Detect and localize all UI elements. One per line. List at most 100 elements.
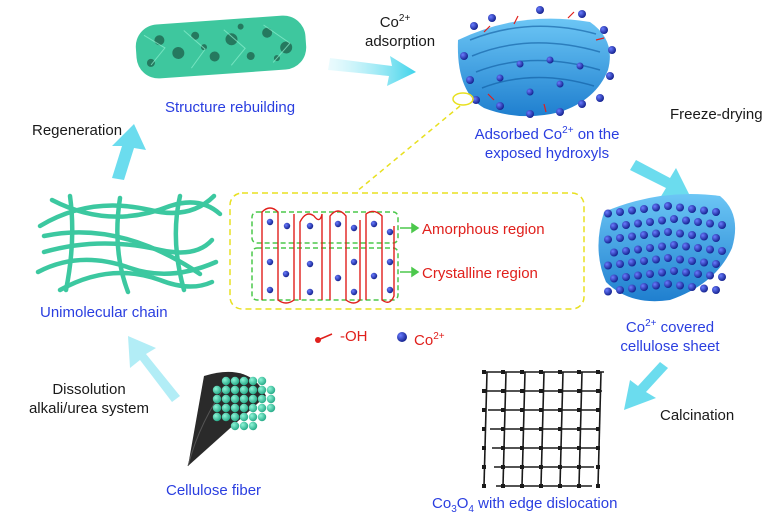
cobalt-ion <box>694 270 702 278</box>
fiber-strand-end <box>230 421 240 431</box>
cobalt-ion <box>616 234 624 242</box>
lattice-atom <box>558 427 562 431</box>
cobalt-ion <box>604 261 612 270</box>
cobalt-ion <box>610 248 618 257</box>
fiber-strand-end <box>221 394 231 404</box>
covered-sheet-label: Co2+ covered cellulose sheet <box>620 318 720 355</box>
cellulose-fiber-image <box>187 371 276 467</box>
legend-cobalt-icon <box>397 332 407 342</box>
lattice-atom <box>539 408 543 412</box>
cobalt-ion <box>634 271 642 280</box>
fiber-strand-end <box>248 385 258 395</box>
cobalt-ion <box>676 281 684 290</box>
lattice-atom <box>539 484 543 488</box>
lattice-atom <box>501 370 505 374</box>
cobalt-ion <box>676 255 684 264</box>
lattice-atom <box>577 370 581 374</box>
lattice-atom <box>482 389 486 393</box>
cobalt-ion <box>664 202 672 210</box>
fiber-strand-end <box>212 412 222 422</box>
lattice-atom <box>539 389 543 393</box>
cobalt-ion <box>664 280 672 288</box>
fiber-strand-end <box>248 376 258 386</box>
arrow-calcination <box>624 362 668 410</box>
fiber-strand-end <box>257 412 267 422</box>
lattice-atom <box>558 446 562 450</box>
cobalt-ion <box>670 215 678 223</box>
cobalt-ion <box>700 232 708 241</box>
lattice-atom <box>520 427 524 431</box>
zoom-circle <box>452 92 474 106</box>
lattice-atom <box>558 389 562 393</box>
crystalline-region-label: Crystalline region <box>422 265 538 282</box>
lattice-atom <box>482 427 486 431</box>
cobalt-ion <box>700 258 708 267</box>
fiber-strand-end <box>239 385 249 395</box>
cobalt-ion <box>640 283 648 291</box>
unimolecular-chain-label: Unimolecular chain <box>40 304 168 321</box>
cobalt-ion <box>622 221 630 229</box>
cobalt-ion <box>646 244 654 252</box>
cobalt-ion <box>694 244 702 252</box>
fiber-strand-end <box>212 394 222 404</box>
fiber-strand-end <box>257 403 267 413</box>
lattice-atom <box>520 370 524 374</box>
lattice-atom <box>577 446 581 450</box>
co3o4-label: Co3O4 with edge dislocation <box>432 495 618 515</box>
lattice-atom <box>596 389 600 393</box>
lattice-atom <box>501 446 505 450</box>
lattice-atom <box>520 408 524 412</box>
lattice-atom <box>558 484 562 488</box>
cobalt-ion <box>652 281 660 290</box>
crystalline-box <box>251 247 399 301</box>
cobalt-ion <box>694 218 702 226</box>
cobalt-ion <box>706 245 714 254</box>
lattice-atom <box>596 446 600 450</box>
lattice-atom <box>501 389 505 393</box>
fiber-strand-end <box>248 421 258 431</box>
fiber-strand-end <box>221 385 231 395</box>
dissolution-label: Dissolution alkali/urea system <box>28 381 150 417</box>
cobalt-ion <box>682 242 690 251</box>
co-adsorption-label: Co2+ adsorption <box>365 13 436 50</box>
fiber-strand-end <box>230 412 240 422</box>
fiber-strand-end <box>266 394 276 404</box>
lattice-atom <box>520 465 524 469</box>
structure-detail-box <box>229 192 585 310</box>
cobalt-ion <box>616 286 624 294</box>
lattice-atom <box>482 484 486 488</box>
cobalt-ion <box>622 247 630 255</box>
legend-oh-icon <box>315 333 333 343</box>
calcination-label: Calcination <box>660 407 735 424</box>
cobalt-ion <box>718 247 726 255</box>
fiber-strand-end <box>230 394 240 404</box>
amorphous-box <box>251 211 399 244</box>
cobalt-ion <box>646 270 654 278</box>
arrow-regeneration <box>112 124 146 180</box>
cobalt-ion <box>706 219 714 228</box>
cobalt-ion <box>658 216 666 225</box>
cobalt-ion <box>688 257 696 265</box>
freeze-drying-label: Freeze-drying <box>670 106 763 123</box>
cobalt-ion <box>604 235 612 244</box>
cobalt-ion <box>682 268 690 277</box>
fiber-strand-end <box>257 394 267 404</box>
cobalt-ion <box>652 203 660 212</box>
cobalt-ion <box>640 257 648 265</box>
zoom-connector-line <box>355 105 461 193</box>
lattice-atom <box>558 465 562 469</box>
cobalt-ion <box>700 206 708 215</box>
cobalt-ion <box>700 284 708 293</box>
cobalt-ion <box>628 206 636 215</box>
cobalt-ion <box>628 258 636 267</box>
cobalt-ion <box>712 234 720 242</box>
lattice-atom <box>501 408 505 412</box>
fiber-strand-end <box>266 403 276 413</box>
cobalt-ion <box>688 283 696 291</box>
lattice-atom <box>577 389 581 393</box>
cobalt-ion <box>616 208 624 216</box>
arrow-dissolution <box>128 336 180 402</box>
cobalt-ion <box>658 242 666 251</box>
lattice-atom <box>482 465 486 469</box>
cobalt-ion <box>670 241 678 249</box>
